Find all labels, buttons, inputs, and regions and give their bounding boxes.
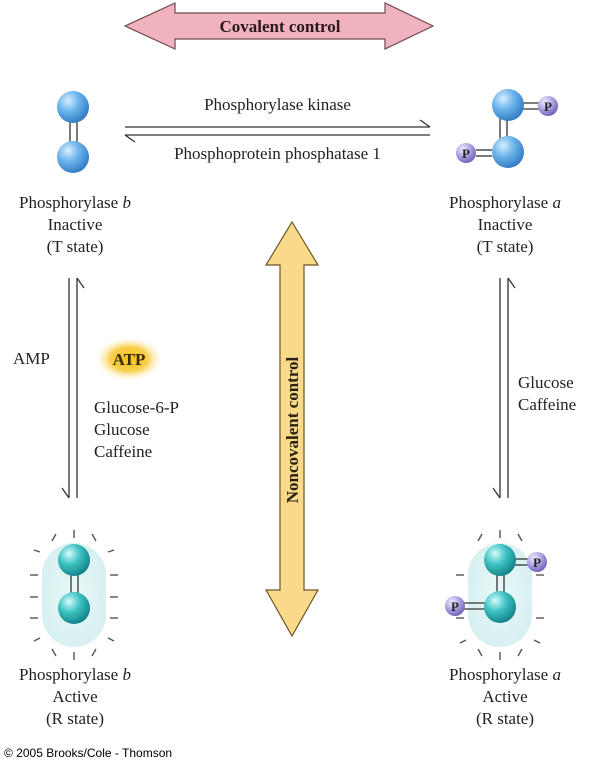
phosphate-label: P [533, 555, 541, 570]
state-activity: Inactive [477, 215, 533, 234]
forward-enzyme-label: Phosphorylase kinase [204, 95, 351, 114]
phosphorylase-a-active-dimer [445, 530, 547, 660]
noncovalent-control-label: Noncovalent control [283, 356, 302, 503]
state-letter: a [552, 665, 561, 684]
left-inhibitor-list: Glucose-6-P Glucose Caffeine [94, 397, 179, 463]
atp-label: ATP [113, 350, 146, 369]
state-conformation: (T state) [46, 237, 104, 256]
covalent-control-arrow [123, 2, 435, 50]
state-activity: Inactive [47, 215, 103, 234]
phosphorylase-b-active-dimer [30, 530, 118, 660]
state-label-a-inactive: Phosphorylase a Inactive (T state) [425, 192, 585, 258]
state-letter: b [122, 193, 131, 212]
inhibitor-item: Glucose-6-P [94, 398, 179, 417]
state-name: Phosphorylase [449, 193, 549, 212]
inhibitor-item: Glucose [94, 420, 150, 439]
state-name: Phosphorylase [19, 193, 119, 212]
right-inhibitor-list: Glucose Caffeine [518, 372, 576, 416]
reverse-enzyme-label: Phosphoprotein phosphatase 1 [174, 144, 381, 163]
state-conformation: (R state) [475, 709, 535, 728]
inhibitor-item: Caffeine [94, 442, 153, 461]
noncovalent-control-arrow [264, 220, 320, 638]
state-letter: b [122, 665, 131, 684]
right-equilibrium-arrows [492, 277, 516, 499]
copyright-notice: © 2005 Brooks/Cole - Thomson [4, 746, 173, 760]
state-label-a-active: Phosphorylase a Active (R state) [425, 664, 585, 730]
state-conformation: (R state) [45, 709, 105, 728]
activator-amp: AMP [13, 349, 50, 368]
phosphate-label: P [462, 146, 470, 161]
inhibitor-item: Glucose [518, 373, 574, 392]
state-conformation: (T state) [476, 237, 534, 256]
state-activity: Active [52, 687, 98, 706]
state-activity: Active [482, 687, 528, 706]
left-equilibrium-arrows [61, 277, 85, 499]
state-letter: a [552, 193, 561, 212]
phosphorylase-b-inactive-dimer [57, 91, 89, 173]
inhibitor-item: Caffeine [518, 395, 577, 414]
state-label-b-active: Phosphorylase b Active (R state) [0, 664, 150, 730]
phosphate-label: P [451, 599, 459, 614]
phosphate-label: P [544, 99, 552, 114]
state-label-b-inactive: Phosphorylase b Inactive (T state) [0, 192, 150, 258]
atp-glow [95, 337, 163, 381]
top-equilibrium-arrows [124, 119, 431, 143]
covalent-control-label: Covalent control [219, 17, 340, 36]
state-name: Phosphorylase [449, 665, 549, 684]
state-name: Phosphorylase [19, 665, 119, 684]
phosphorylase-a-inactive-dimer [456, 89, 558, 168]
